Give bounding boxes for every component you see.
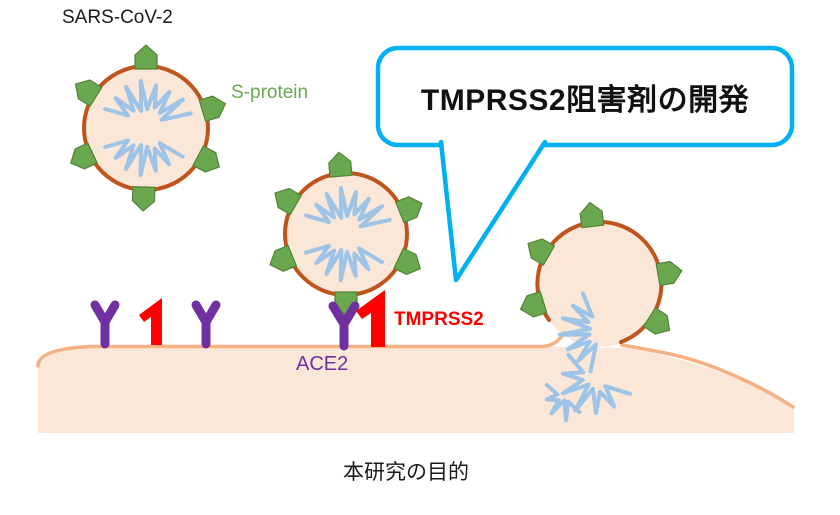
spike-protein <box>327 150 353 178</box>
cell-membrane-body <box>38 346 794 433</box>
tmprss2-label: TMPRSS2 <box>394 309 484 330</box>
viral-rna-icon <box>103 78 193 178</box>
virus-free <box>65 44 230 212</box>
viral-rna-icon <box>544 291 632 423</box>
figure-caption: 本研究の目的 <box>343 461 469 484</box>
virus-attached-envelope <box>283 171 409 297</box>
rna-strand <box>557 291 598 374</box>
spike-protein <box>578 200 605 229</box>
s-protein-label: S-protein <box>231 82 309 103</box>
rna-strand <box>103 138 185 178</box>
rna-strand <box>103 78 193 122</box>
virus-fusing-body <box>538 223 662 347</box>
spike-protein <box>134 44 158 70</box>
cell-membrane <box>38 346 794 433</box>
viral-rna-icon <box>304 185 392 283</box>
ace2-receptor-icon <box>90 300 360 351</box>
tmprss2-protease-large <box>356 290 385 347</box>
rna-strand <box>544 383 582 423</box>
speech-bubble <box>375 45 795 283</box>
virus-name-label: SARS-CoV-2 <box>62 7 173 28</box>
membrane-edge-right <box>620 343 795 409</box>
speech-bubble-box <box>375 45 795 148</box>
ace2-receptor <box>191 300 221 349</box>
virus-free-envelope <box>82 64 210 192</box>
rna-strand <box>304 243 384 283</box>
virus-fusing-details <box>516 200 685 423</box>
tmprss2-protease-small <box>139 298 162 345</box>
rna-strand <box>304 185 392 229</box>
virus-attached <box>265 150 427 317</box>
speech-bubble-text: TMPRSS2阻害剤の開発 <box>420 83 750 117</box>
membrane-edge-left <box>36 331 566 368</box>
tmprss2-protease-icon <box>139 290 385 347</box>
ace2-label: ACE2 <box>296 353 349 375</box>
virus-fusing <box>538 223 662 347</box>
speech-bubble-tail <box>438 139 548 283</box>
spike-protein <box>131 186 156 212</box>
ace2-receptor <box>90 300 120 349</box>
ace2-receptor-bound <box>328 301 360 351</box>
spike-protein <box>655 259 685 287</box>
